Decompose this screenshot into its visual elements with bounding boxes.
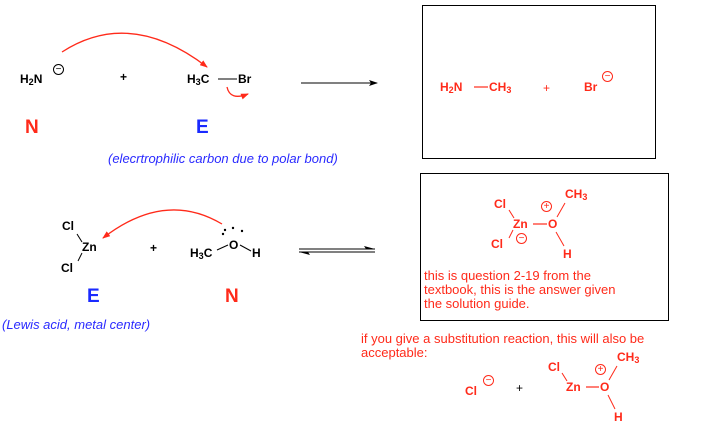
positive-charge-icon: + <box>595 364 606 375</box>
curved-arrow-oxygen-to-zinc <box>102 209 223 239</box>
electrophile-label: E <box>196 117 209 138</box>
methyl-ch: CH <box>489 80 507 94</box>
negative-charge-icon: − <box>516 233 527 244</box>
electrophile-note: (elecrtrophilic carbon due to polar bond… <box>108 151 338 166</box>
lone-pair-dot <box>240 229 244 233</box>
equilibrium-arrow-reverse-head <box>299 252 310 255</box>
mebr-h: H <box>187 72 196 86</box>
methanol-c: C <box>203 246 213 260</box>
o-h-bond <box>239 244 252 252</box>
methanol-hydrogen: H <box>252 246 261 260</box>
methyl-subscript: 3 <box>506 85 512 95</box>
methanol-h: H <box>190 246 199 260</box>
positive-charge-icon: + <box>541 201 552 212</box>
curved-arrow-bond-break <box>226 86 249 100</box>
answer-note: this is question 2-19 from the textbook,… <box>424 269 616 311</box>
zn-cl-bond <box>561 372 568 382</box>
methylamine-h-subscript: 2 <box>448 85 454 95</box>
zn-cl-bond <box>508 209 515 219</box>
zinc-atom: Zn <box>82 240 97 254</box>
alternative-note-line: acceptable: <box>361 345 428 360</box>
negative-charge-icon: − <box>602 71 613 82</box>
c-o-bond <box>216 244 229 251</box>
amide-h-subscript: 2 <box>28 77 34 87</box>
plus-sign: + <box>120 70 128 84</box>
lone-pair-dot <box>231 226 235 230</box>
nucleophile-label: N <box>25 117 39 138</box>
equilibrium-arrow-forward-head <box>364 246 375 249</box>
answer-note-line: the solution guide. <box>424 296 530 311</box>
lewis-acid-note: (Lewis acid, metal center) <box>2 317 151 332</box>
zn-cl-bond <box>77 252 83 262</box>
mebr-h-subscript: 3 <box>195 77 201 87</box>
product-cl-bottom: Cl <box>491 237 503 251</box>
alt-product-ch: CH <box>617 350 635 364</box>
methylamine-h: H <box>440 80 449 94</box>
answer-note-line: textbook, this is the answer given <box>424 282 616 297</box>
alt-product-hydrogen: H <box>614 410 623 424</box>
o-ch3-bond <box>608 365 618 381</box>
product-box-2 <box>420 173 669 321</box>
product-ch: CH <box>565 187 583 201</box>
product-hydrogen: H <box>563 247 572 261</box>
alt-product-oxygen: O <box>600 380 610 394</box>
methylamine-methyl: CH3 <box>489 80 512 95</box>
bromine-atom: Br <box>238 72 252 86</box>
product-zinc: Zn <box>513 217 528 231</box>
zn-cl-bond <box>76 233 83 243</box>
negative-charge-icon: − <box>483 375 494 386</box>
methanol-methyl: H3C <box>190 246 213 261</box>
methyl-bromide: H3C <box>187 72 210 87</box>
product-ch-subscript: 3 <box>582 192 588 202</box>
chloride-ion: Cl <box>465 384 477 398</box>
methanol-h-subscript: 3 <box>198 251 204 261</box>
methanol-oxygen: O <box>229 238 239 252</box>
o-h-bond <box>607 394 616 410</box>
answer-note-line: this is question 2-19 from the <box>424 268 591 283</box>
methylamine: H2N <box>440 80 463 95</box>
alt-plus-sign: + <box>516 381 524 395</box>
negative-charge-icon: − <box>53 64 64 75</box>
plus-sign: + <box>150 241 158 255</box>
product-plus-sign: + <box>543 81 551 95</box>
mebr-c: C <box>200 72 210 86</box>
alt-product-ch-subscript: 3 <box>634 355 640 365</box>
o-ch3-bond <box>556 202 566 218</box>
product-cl-top: Cl <box>494 197 506 211</box>
alt-product-methyl: CH3 <box>617 350 640 365</box>
amide-h: H <box>20 72 29 86</box>
bromide-ion: Br <box>584 80 598 94</box>
amide-anion: H2N <box>20 72 43 87</box>
product-oxygen: O <box>548 217 558 231</box>
zinc-chloride-cl-bottom: Cl <box>61 261 73 275</box>
alternative-note: if you give a substitution reaction, thi… <box>361 332 644 360</box>
zinc-chloride-cl-top: Cl <box>62 219 74 233</box>
alternative-note-line: if you give a substitution reaction, thi… <box>361 331 645 346</box>
zn-cl-bond <box>508 229 514 239</box>
amide-n: N <box>33 72 43 86</box>
lone-pair-dot <box>221 232 225 236</box>
product-methyl: CH3 <box>565 187 588 202</box>
electrophile-label: E <box>87 286 100 307</box>
alt-product-zinc: Zn <box>566 380 581 394</box>
lone-pair-dot <box>223 228 227 232</box>
alt-product-cl: Cl <box>548 360 560 374</box>
product-box-1 <box>422 5 656 159</box>
o-h-bond <box>555 231 565 247</box>
nucleophile-label: N <box>225 286 239 307</box>
methylamine-n: N <box>453 80 463 94</box>
curved-arrow-nucleophile <box>61 32 208 68</box>
